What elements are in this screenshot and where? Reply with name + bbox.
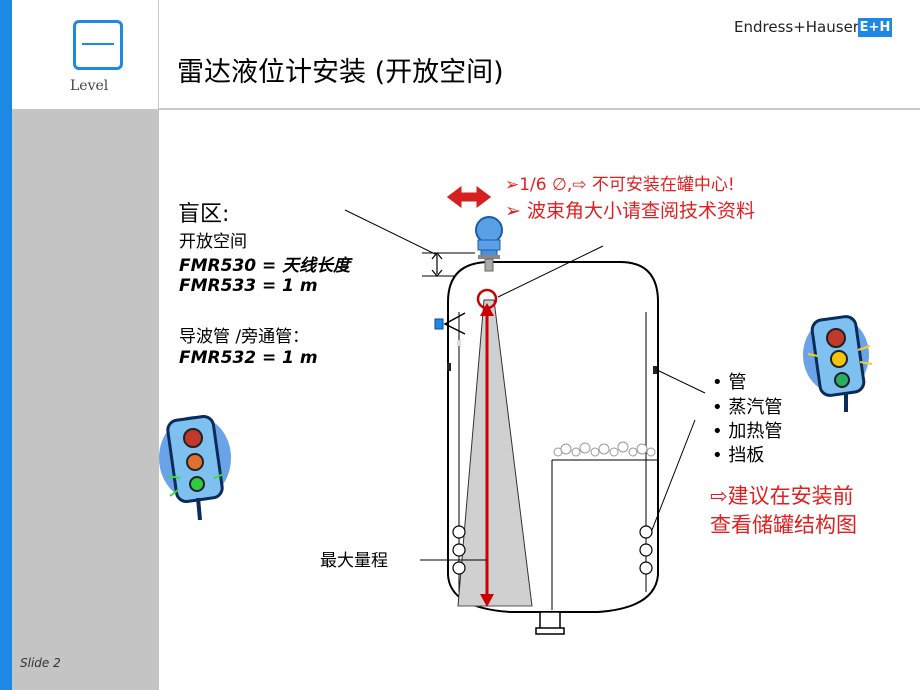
wave-guide-label: 导波管 /旁通管： bbox=[179, 327, 310, 347]
obstacle-pipe: • 管 bbox=[712, 372, 747, 393]
warning-beam-angle: ➢ 波束角大小请查阅技术资料 bbox=[505, 200, 755, 222]
page-title: 雷达液位计安装 (开放空间) bbox=[177, 57, 504, 88]
double-arrow-icon bbox=[445, 184, 493, 210]
max-range-label: 最大量程 bbox=[320, 551, 388, 571]
fmr530-label: FMR530 = 天线长度 bbox=[179, 256, 351, 276]
foam-bubbles bbox=[553, 441, 656, 457]
fmr532-label: FMR532 = 1 m bbox=[179, 348, 318, 368]
level-icon bbox=[73, 20, 123, 70]
open-space-label: 开放空间 bbox=[179, 232, 247, 252]
warning-center-mount: ➢1/6 ∅,⇨ 不可安装在罐中心! bbox=[505, 175, 735, 195]
fmr533-label: FMR533 = 1 m bbox=[179, 276, 318, 296]
brand-logo: E+H bbox=[858, 18, 892, 37]
radar-transmitter-icon bbox=[475, 216, 503, 244]
level-label: Level bbox=[70, 78, 109, 94]
obstacle-steam-pipe: • 蒸汽管 bbox=[712, 397, 783, 418]
brand-name: Endress+Hauser bbox=[734, 18, 859, 36]
pipes bbox=[452, 525, 653, 575]
blind-zone-circle bbox=[476, 288, 498, 310]
side-nozzle bbox=[434, 318, 444, 330]
slide-number: Slide 2 bbox=[20, 656, 61, 670]
traffic-light-icon bbox=[159, 414, 231, 521]
obstacle-heating-pipe: • 加热管 bbox=[712, 421, 783, 442]
left-accent-strip bbox=[0, 0, 12, 690]
advice-line-2: 查看储罐结构图 bbox=[710, 513, 857, 537]
blind-zone-title: 盲区: bbox=[178, 202, 230, 227]
logo-panel: Level bbox=[12, 0, 159, 110]
blind-zone-dimension-arrow bbox=[431, 252, 443, 277]
header-divider bbox=[159, 108, 920, 110]
advice-line-1: ⇨建议在安装前 bbox=[710, 484, 854, 508]
obstacle-baffle: • 挡板 bbox=[712, 445, 765, 466]
blind-zone-leader bbox=[344, 209, 438, 256]
traffic-light-icon bbox=[803, 315, 873, 412]
side-panel bbox=[12, 110, 159, 690]
